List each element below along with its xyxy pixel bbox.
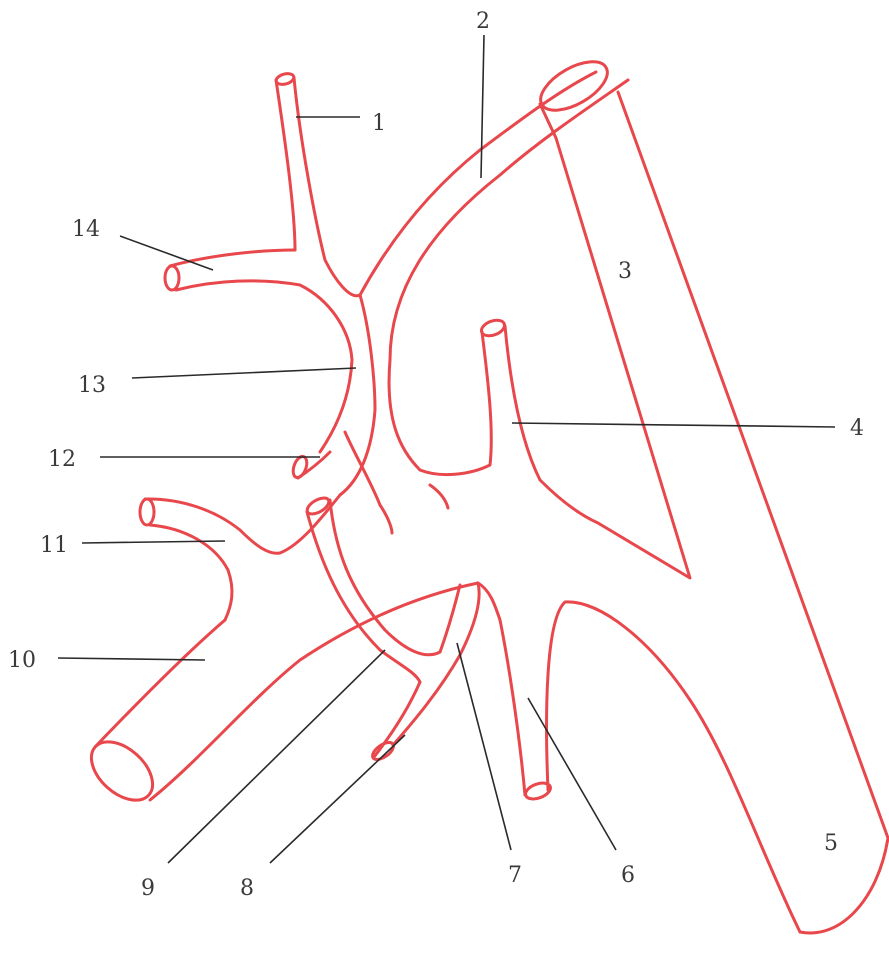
vessel-11-lower-wall xyxy=(150,525,232,620)
label-10: 10 xyxy=(8,648,36,673)
leader-lines xyxy=(58,35,835,863)
label-1: 1 xyxy=(372,111,386,136)
vessel-2-lower-wall xyxy=(389,80,628,470)
leader-4 xyxy=(512,423,835,427)
vessel-11-end xyxy=(140,499,154,525)
vessel-6-end xyxy=(523,780,552,802)
leader-14 xyxy=(120,236,213,270)
vessel-1-right-wall xyxy=(294,78,360,296)
label-11: 11 xyxy=(40,533,68,558)
label-2: 2 xyxy=(476,9,490,34)
number-labels: 1 2 3 4 5 6 7 8 9 10 11 12 13 14 xyxy=(8,9,864,901)
leader-8 xyxy=(270,735,405,863)
vessel-5-bottom-end xyxy=(800,838,888,933)
vessel-10-upper-wall xyxy=(95,620,225,747)
label-4: 4 xyxy=(850,416,864,441)
vessel-1-left-wall xyxy=(276,80,295,250)
vessel-8-right-wall xyxy=(393,583,479,745)
vessel-4-left-wall xyxy=(420,332,491,475)
label-7: 7 xyxy=(508,863,522,888)
label-6: 6 xyxy=(621,863,635,888)
label-9: 9 xyxy=(141,876,155,901)
label-5: 5 xyxy=(824,831,838,856)
leader-7 xyxy=(457,643,511,850)
vessel-10-lower-wall xyxy=(150,583,478,800)
label-8: 8 xyxy=(240,876,254,901)
vessel-drawing xyxy=(81,52,888,933)
vessel-4-inner-curve xyxy=(430,485,448,508)
vessel-2-upper-wall xyxy=(360,72,596,295)
vessel-9-left-wall xyxy=(307,512,420,682)
label-3: 3 xyxy=(618,259,632,284)
vessel-14-end xyxy=(165,266,179,290)
vessel-5-left-lower-wall xyxy=(547,602,800,932)
label-12: 12 xyxy=(48,447,76,472)
vessel-6-left-wall xyxy=(478,583,525,795)
leader-13 xyxy=(132,368,356,378)
vessel-3-top-opening xyxy=(533,52,615,120)
vessel-14-upper-wall xyxy=(170,250,295,266)
vessel-5-right-wall xyxy=(618,92,888,838)
leader-6 xyxy=(528,698,616,850)
leader-2 xyxy=(481,35,484,178)
label-13: 13 xyxy=(78,373,106,398)
vessel-7-left-wall xyxy=(440,585,460,652)
vessel-14-lower-wall xyxy=(176,281,352,452)
label-14: 14 xyxy=(72,217,100,242)
